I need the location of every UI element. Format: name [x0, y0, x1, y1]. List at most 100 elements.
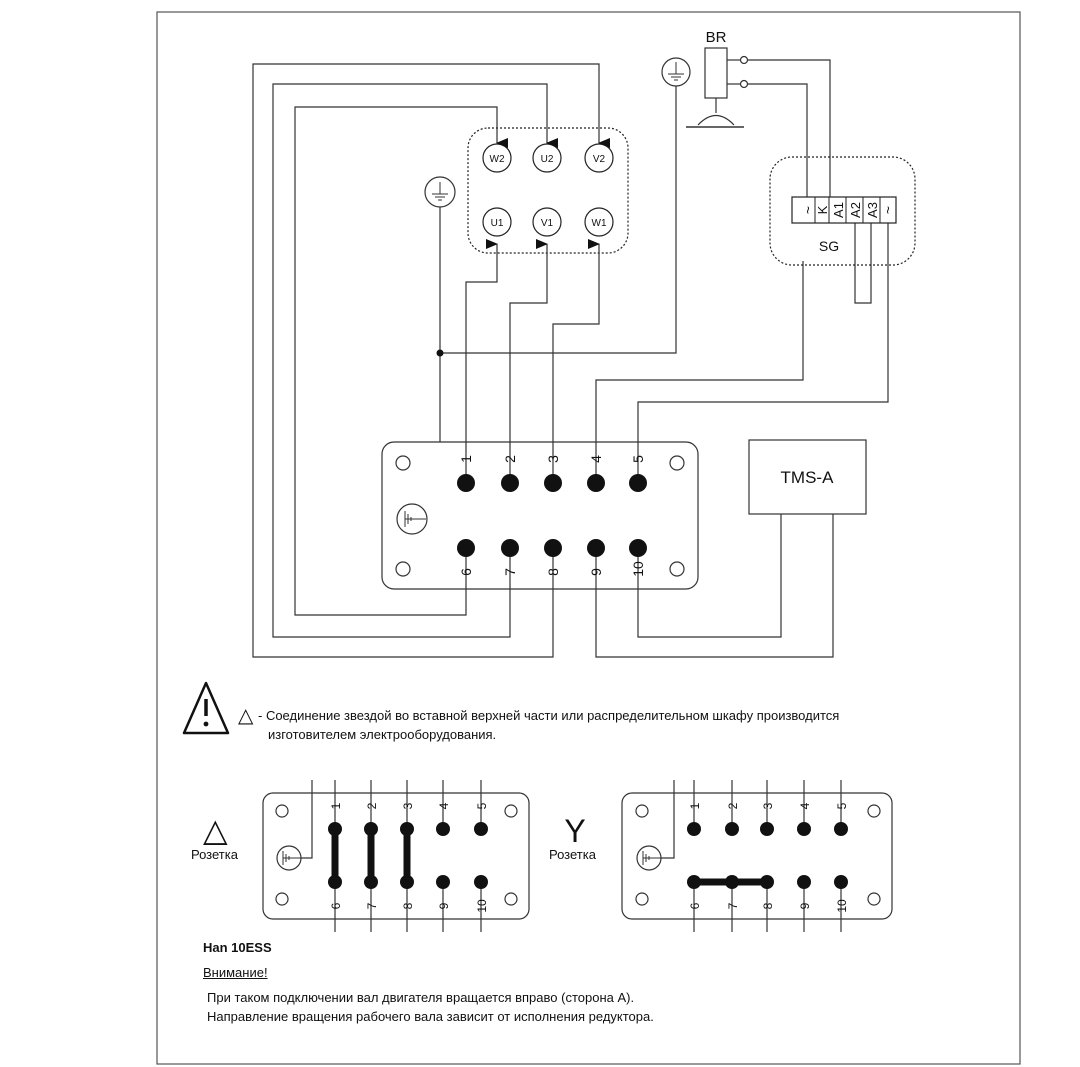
pin-label: 6	[688, 902, 702, 909]
warning-line-2: изготовителем электрооборудования.	[268, 727, 497, 742]
pin-label: 2	[502, 455, 518, 463]
rectifier-sg: ~ K A1 A2 A3 ~ SG	[769, 156, 916, 266]
pin-label: 4	[588, 455, 604, 463]
pin-8	[544, 539, 562, 557]
delta-jumpers	[331, 825, 411, 886]
pin-label: 7	[365, 902, 379, 909]
pin-label: 10	[630, 561, 646, 577]
terminal-u2-label: U2	[541, 154, 554, 165]
wire-pin10-tms	[637, 514, 782, 638]
mounting-hole	[395, 561, 411, 577]
star-symbol: Y	[564, 813, 585, 849]
rectifier-terminal-k: K	[815, 205, 830, 214]
mounting-hole	[395, 455, 411, 471]
pin-label: 7	[502, 568, 518, 576]
attention-line-2: Направление вращения рабочего вала завис…	[207, 1009, 654, 1024]
pin-label: 9	[588, 568, 604, 576]
wire-brake-earth	[440, 85, 677, 354]
pin-3	[544, 474, 562, 492]
attention-text: При таком подключении вал двигателя вращ…	[207, 988, 907, 1026]
star-connector: 1 2 3 4 5 6 7 8 9 10	[621, 780, 893, 932]
wire-pin3-w1	[552, 239, 600, 455]
brake-earth-icon	[661, 57, 691, 87]
terminal-u1-label: U1	[491, 218, 504, 229]
pin-5	[629, 474, 647, 492]
terminal-w1: W1	[584, 207, 614, 237]
wire-brake-k	[748, 59, 831, 197]
pin-label: 1	[458, 455, 474, 463]
motor-earth-icon	[424, 176, 456, 208]
delta-symbol: △	[203, 812, 228, 848]
terminal-u2: U2	[532, 143, 562, 173]
pin-label: 3	[401, 802, 415, 809]
brake-br: BR	[686, 29, 749, 128]
rectifier-terminal-a1: A1	[831, 202, 846, 218]
rectifier-terminal-a2: A2	[848, 202, 863, 218]
wire-pin7-u2	[272, 83, 558, 638]
mounting-hole	[669, 561, 685, 577]
pin-label: 4	[437, 802, 451, 809]
tms-a-box: TMS-A	[748, 439, 867, 515]
star-earth-icon	[636, 845, 662, 871]
wires	[252, 59, 889, 658]
wire-pin4-rectifier	[595, 261, 804, 455]
attention-line-1: При таком подключении вал двигателя вращ…	[207, 990, 635, 1005]
delta-earth-icon	[276, 845, 302, 871]
bridge-a2-a3	[854, 223, 872, 304]
pin-4	[587, 474, 605, 492]
terminal-w2-label: W2	[490, 154, 505, 165]
terminal-u1: U1	[482, 207, 512, 237]
pin-label: 9	[798, 902, 812, 909]
pin-label: 3	[761, 802, 775, 809]
pin-label: 5	[475, 802, 489, 809]
rectifier-terminal-ac1: ~	[800, 206, 816, 214]
junction-dot	[436, 349, 444, 357]
wire-pin9-tms	[595, 514, 834, 658]
warning-delta-symbol: △	[238, 705, 254, 727]
warning-line-1: - Соединение звездой во вставной верхней…	[258, 708, 840, 723]
pin-label: 1	[688, 802, 702, 809]
star-socket-label: Розетка	[549, 847, 597, 862]
wire-pin6-w2	[294, 106, 508, 616]
pin-label: 6	[458, 568, 474, 576]
terminal-w1-label: W1	[592, 218, 607, 229]
terminal-v2: V2	[584, 143, 614, 173]
pin-label: 7	[726, 902, 740, 909]
rectifier-terminal-a3: A3	[865, 202, 880, 218]
pin-label: 9	[437, 902, 451, 909]
pin-2	[501, 474, 519, 492]
pin-label: 10	[835, 899, 849, 913]
wire-pin2-v1	[509, 239, 548, 455]
pin-label: 8	[545, 568, 561, 576]
pin-label: 2	[726, 802, 740, 809]
terminal-v2-label: V2	[593, 154, 606, 165]
pin-9	[587, 539, 605, 557]
mounting-hole	[669, 455, 685, 471]
motor-terminal-box: W2 U2 V2 U1 V1 W1	[467, 127, 629, 254]
pin-label: 4	[798, 802, 812, 809]
wire-pin5-rectifier	[637, 223, 889, 455]
rectifier-terminal-ac2: ~	[880, 206, 896, 214]
warning-icon	[182, 681, 230, 735]
pin-label: 10	[475, 899, 489, 913]
pin-label: 3	[545, 455, 561, 463]
pin-label: 5	[630, 455, 646, 463]
connector-earth-icon	[396, 503, 428, 535]
wire-brake-a1	[748, 83, 808, 197]
terminal-v1: V1	[532, 207, 562, 237]
pin-label: 2	[365, 802, 379, 809]
pin-label: 6	[329, 902, 343, 909]
pin-label: 1	[329, 802, 343, 809]
pin-1	[457, 474, 475, 492]
delta-connector: 1 2 3 4 5 6 7 8 9 10	[262, 780, 530, 932]
tms-a-label: TMS-A	[781, 468, 835, 487]
rectifier-label: SG	[819, 238, 839, 254]
pin-label: 8	[401, 902, 415, 909]
brake-label: BR	[706, 29, 727, 46]
delta-socket-label: Розетка	[191, 847, 239, 862]
model-label: Han 10ESS	[203, 940, 272, 955]
pin-label: 5	[835, 802, 849, 809]
pin-10	[629, 539, 647, 557]
warning-text: - Соединение звездой во вставной верхней…	[258, 706, 978, 744]
